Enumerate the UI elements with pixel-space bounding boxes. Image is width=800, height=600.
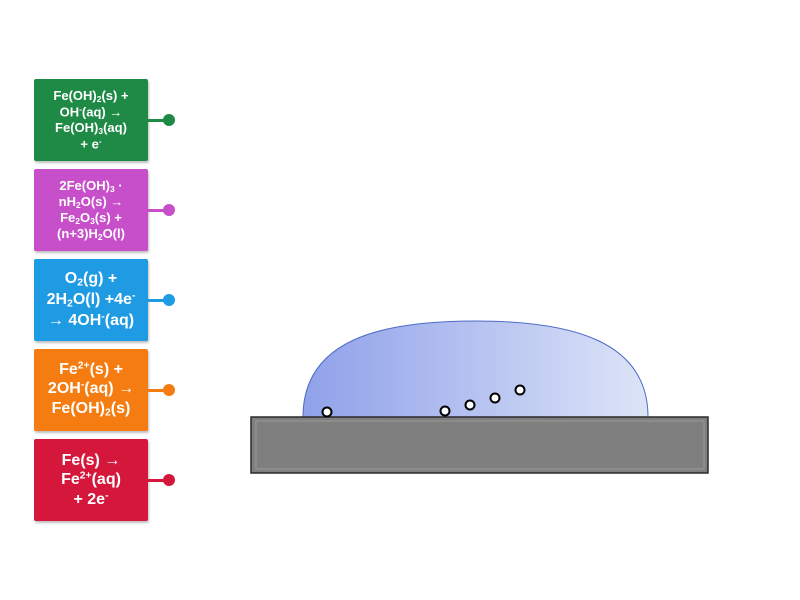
formula-text: Fe(s) →: [61, 452, 121, 470]
formula-text: + 2e: [73, 490, 106, 508]
card-connector-line: [148, 209, 168, 212]
subscript: 2: [104, 407, 111, 419]
reaction-text-line: (n+3)H2O(l): [57, 226, 125, 242]
reaction-text-line: Fe(OH)3(aq): [55, 120, 127, 136]
iron-plate: [250, 416, 709, 474]
drop-target-marker[interactable]: [321, 406, 333, 418]
superscript: -: [98, 136, 102, 147]
formula-text: (aq): [91, 471, 121, 489]
formula-text: (s) +: [94, 210, 122, 225]
formula-text: O: [64, 270, 78, 288]
subscript: 3: [109, 183, 115, 194]
drop-target-marker[interactable]: [464, 399, 476, 411]
superscript: 2+: [79, 470, 92, 482]
reaction-text-line: Fe(OH)2(s) +: [53, 88, 128, 104]
formula-text: (g) +: [83, 270, 118, 288]
card-connector-line: [148, 389, 168, 392]
reaction-card-rust-formation[interactable]: 2Fe(OH)3 ·nH2O(s) →Fe2O3(s) +(n+3)H2O(l): [34, 169, 148, 251]
formula-text: O(l) +4e: [72, 291, 132, 309]
reaction-text-line: Fe(OH)2(s): [52, 399, 131, 420]
reaction-card-oxygen-reduction[interactable]: O2(g) +2H2O(l) +4e-→ 4OH-(aq): [34, 259, 148, 341]
formula-text: O(s) →: [80, 193, 124, 209]
card-connector-line: [148, 479, 168, 482]
formula-text: ·: [114, 177, 123, 193]
reaction-text-line: 2Fe(OH)3 ·: [59, 178, 122, 194]
reaction-text-line: + 2e-: [73, 490, 108, 509]
iron-plate-highlight: [255, 420, 705, 470]
reaction-text-line: + e-: [80, 136, 101, 152]
superscript: -: [80, 379, 85, 391]
reaction-card-iron-oxidation[interactable]: Fe(s) →Fe2+(aq)+ 2e-: [34, 439, 148, 521]
reaction-text-line: Fe2+(aq): [61, 470, 121, 489]
formula-text: (s) +: [101, 87, 129, 103]
reaction-text-line: Fe2O3(s) +: [60, 210, 122, 226]
water-droplet: [302, 320, 649, 418]
reaction-text-line: 2OH-(aq) →: [48, 379, 134, 398]
drag-handle-dot[interactable]: [163, 294, 175, 306]
drag-handle-dot[interactable]: [163, 474, 175, 486]
formula-text: Fe: [59, 361, 78, 379]
reaction-text-line: nH2O(s) →: [59, 194, 124, 210]
reaction-card-fe-oh2-to-fe-oh3[interactable]: Fe(OH)2(s) +OH-(aq) →Fe(OH)3(aq)+ e-: [34, 79, 148, 161]
formula-text: Fe(OH): [53, 87, 97, 103]
drop-target-marker[interactable]: [514, 384, 526, 396]
formula-text: + e: [80, 136, 99, 152]
subscript: 3: [98, 126, 104, 137]
formula-text: (n+3)H: [57, 226, 98, 242]
reaction-text-line: 2H2O(l) +4e-: [47, 290, 136, 311]
formula-text: → 4OH: [47, 312, 102, 330]
superscript: -: [79, 103, 82, 114]
subscript: 3: [90, 216, 95, 227]
reaction-text-line: → 4OH-(aq): [48, 311, 134, 330]
formula-text: (aq): [104, 312, 135, 330]
reaction-text-line: O2(g) +: [65, 269, 117, 290]
formula-text: Fe(OH): [51, 399, 105, 417]
reaction-text-line: OH-(aq) →: [60, 104, 123, 120]
formula-text: Fe: [61, 471, 80, 489]
formula-text: O(l): [102, 226, 125, 242]
formula-text: (s): [110, 399, 131, 417]
formula-text: Fe(OH): [55, 120, 99, 135]
formula-text: 2Fe(OH): [59, 177, 110, 193]
subscript: 2: [75, 216, 80, 227]
drop-zone-markers[interactable]: [321, 384, 526, 418]
formula-text: Fe: [60, 210, 76, 225]
formula-text: 2H: [46, 291, 68, 309]
drag-handle-dot[interactable]: [163, 384, 175, 396]
formula-text: nH: [58, 193, 76, 209]
formula-text: (s) +: [89, 361, 123, 379]
drop-target-marker[interactable]: [489, 392, 501, 404]
superscript: -: [131, 290, 136, 302]
reaction-text-line: Fe2+(s) +: [59, 360, 123, 379]
card-connector-line: [148, 119, 168, 122]
formula-text: (aq) →: [81, 104, 123, 120]
reaction-text-line: Fe(s) →: [62, 451, 121, 470]
reaction-card-fe2-hydroxide[interactable]: Fe2+(s) +2OH-(aq) →Fe(OH)2(s): [34, 349, 148, 431]
formula-text: O: [79, 210, 91, 225]
superscript: 2+: [77, 360, 90, 372]
formula-text: (aq) →: [84, 380, 135, 398]
subscript: 2: [96, 93, 102, 104]
subscript: 2: [97, 232, 103, 243]
superscript: -: [101, 311, 105, 323]
subscript: 2: [67, 299, 73, 310]
subscript: 2: [76, 199, 81, 210]
superscript: -: [105, 489, 109, 501]
drag-handle-dot[interactable]: [163, 114, 175, 126]
drop-target-marker[interactable]: [439, 405, 451, 417]
card-connector-line: [148, 299, 168, 302]
formula-text: 2OH: [47, 380, 81, 398]
formula-text: (aq): [103, 120, 127, 135]
subscript: 2: [77, 277, 83, 289]
drag-handle-dot[interactable]: [163, 204, 175, 216]
formula-text: OH: [59, 104, 80, 120]
